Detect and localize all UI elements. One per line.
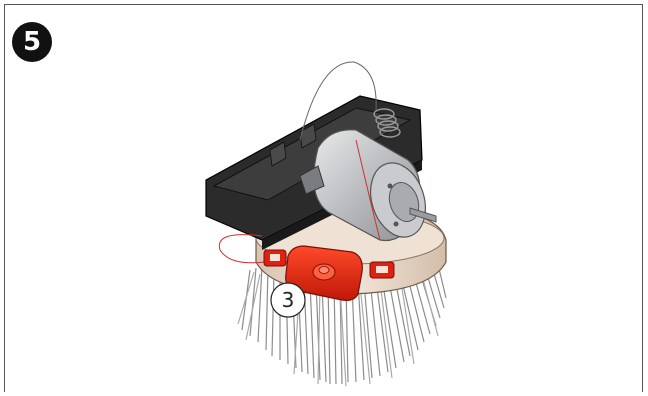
callout-3: 3 [271,283,305,317]
svg-text:3: 3 [282,288,295,312]
